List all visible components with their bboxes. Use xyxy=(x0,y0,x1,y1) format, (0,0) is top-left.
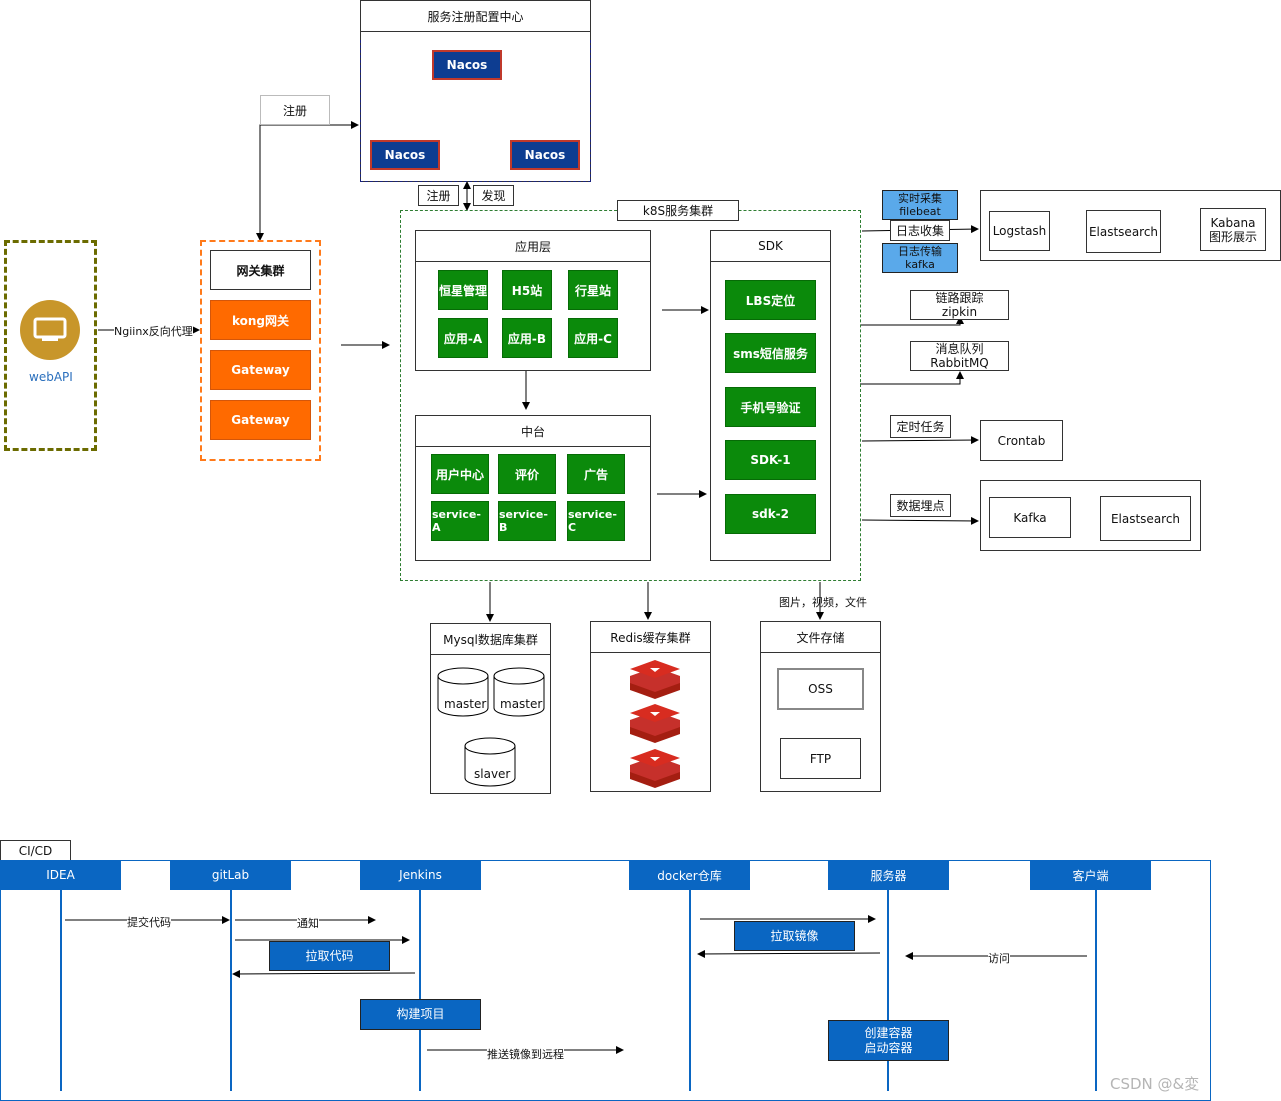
gateway-node-2[interactable]: Gateway xyxy=(210,400,311,440)
service-a[interactable]: service-A xyxy=(431,501,489,541)
msg-build: 构建项目 xyxy=(360,999,481,1030)
app-star-manage[interactable]: 恒星管理 xyxy=(438,270,488,310)
actor-gitlab[interactable]: gitLab xyxy=(170,860,291,890)
media-label: 图片，视频，文件 xyxy=(779,596,867,609)
monitor-icon[interactable] xyxy=(20,300,80,360)
nacos-node-left[interactable]: Nacos xyxy=(370,140,440,170)
sdk-phone-verify[interactable]: 手机号验证 xyxy=(725,387,816,427)
sdk-title: SDK xyxy=(711,231,830,262)
nacos-node-top[interactable]: Nacos xyxy=(432,50,502,80)
redis-icon-2 xyxy=(630,704,680,743)
cron-label: 定时任务 xyxy=(890,415,951,438)
lifeline-docker xyxy=(689,890,691,1091)
elastic-tracking-box[interactable]: Elastsearch xyxy=(1100,496,1191,541)
service-b[interactable]: service-B xyxy=(498,501,556,541)
app-planet-site[interactable]: 行星站 xyxy=(568,270,618,310)
crontab-box[interactable]: Crontab xyxy=(980,420,1063,461)
gateway-title: 网关集群 xyxy=(210,250,311,290)
sdk-1[interactable]: SDK-1 xyxy=(725,440,816,480)
lifeline-idea xyxy=(60,890,62,1091)
discover-label: 发现 xyxy=(473,185,514,206)
app-c[interactable]: 应用-C xyxy=(568,318,618,358)
file-storage-title: 文件存储 xyxy=(761,622,880,653)
actor-client[interactable]: 客户端 xyxy=(1030,860,1151,890)
redis-title: Redis缓存集群 xyxy=(591,622,710,653)
lifeline-jenkins xyxy=(419,890,421,1091)
actor-docker-registry[interactable]: docker仓库 xyxy=(629,860,750,890)
mysql-title: Mysql数据库集群 xyxy=(431,624,550,655)
lifeline-client xyxy=(1095,890,1097,1091)
db-slaver: slaver xyxy=(474,767,511,781)
registry-dashed-border xyxy=(360,40,591,182)
lifeline-gitlab xyxy=(230,890,232,1091)
service-ads[interactable]: 广告 xyxy=(567,454,625,494)
client-group xyxy=(4,240,97,451)
service-review[interactable]: 评价 xyxy=(498,454,556,494)
gateway-cluster xyxy=(200,240,321,461)
client-label: webAPI xyxy=(29,370,73,384)
sdk-lbs[interactable]: LBS定位 xyxy=(725,280,816,320)
msg-create-container: 创建容器 启动容器 xyxy=(828,1020,949,1061)
rabbitmq-box[interactable]: 消息队列 RabbitMQ xyxy=(910,341,1009,371)
msg-notify: 通知 xyxy=(297,915,319,931)
msg-visit: 访问 xyxy=(988,950,1010,966)
nginx-label: Ngiinx反向代理 xyxy=(114,323,193,339)
lifeline-server xyxy=(887,890,889,1091)
db-master-2: master xyxy=(500,697,543,711)
logstash-box[interactable]: Logstash xyxy=(989,211,1050,251)
redis-icon-1 xyxy=(630,660,680,699)
filebeat-tag: 实时采集 filebeat xyxy=(882,190,958,220)
app-b[interactable]: 应用-B xyxy=(502,318,552,358)
msg-push-image: 推送镜像到远程 xyxy=(487,1046,564,1062)
register-label: 注册 xyxy=(260,95,330,125)
middle-platform-title: 中台 xyxy=(416,416,650,447)
zipkin-box[interactable]: 链路跟踪 zipkin xyxy=(910,290,1009,320)
log-collect-label: 日志收集 xyxy=(890,220,950,241)
tracking-label: 数据埋点 xyxy=(890,494,951,517)
actor-jenkins[interactable]: Jenkins xyxy=(360,860,481,890)
kafka-transport-tag: 日志传输 kafka xyxy=(882,243,958,273)
sdk-sms[interactable]: sms短信服务 xyxy=(725,333,816,373)
msg-commit: 提交代码 xyxy=(127,914,171,930)
oss-box[interactable]: OSS xyxy=(777,668,864,710)
register-label-2: 注册 xyxy=(418,185,459,206)
kafka-box[interactable]: Kafka xyxy=(989,497,1071,538)
app-h5-site[interactable]: H5站 xyxy=(502,270,552,310)
actor-server[interactable]: 服务器 xyxy=(828,860,949,890)
actor-idea[interactable]: IDEA xyxy=(0,860,121,890)
kong-gateway[interactable]: kong网关 xyxy=(210,300,311,340)
kibana-box[interactable]: Kabana 图形展示 xyxy=(1200,208,1266,251)
service-c[interactable]: service-C xyxy=(567,501,625,541)
redis-icon-3 xyxy=(630,749,680,788)
msg-pull-image: 拉取镜像 xyxy=(734,921,855,951)
ftp-box[interactable]: FTP xyxy=(780,738,861,779)
sdk-2[interactable]: sdk-2 xyxy=(725,494,816,534)
cicd-frame xyxy=(0,860,1211,1101)
app-layer-title: 应用层 xyxy=(416,231,650,262)
watermark: CSDN @&変 xyxy=(1110,1075,1200,1093)
msg-pull-code: 拉取代码 xyxy=(269,941,390,971)
nacos-node-right[interactable]: Nacos xyxy=(510,140,580,170)
db-master-1: master xyxy=(444,697,487,711)
registry-title: 服务注册配置中心 xyxy=(361,1,590,32)
service-user-center[interactable]: 用户中心 xyxy=(431,454,489,494)
app-a[interactable]: 应用-A xyxy=(438,318,488,358)
elastic-log-box[interactable]: Elastsearch xyxy=(1086,210,1161,253)
cicd-tab[interactable]: CI/CD xyxy=(0,840,71,861)
k8s-title: k8S服务集群 xyxy=(617,200,739,221)
gateway-node-1[interactable]: Gateway xyxy=(210,350,311,390)
